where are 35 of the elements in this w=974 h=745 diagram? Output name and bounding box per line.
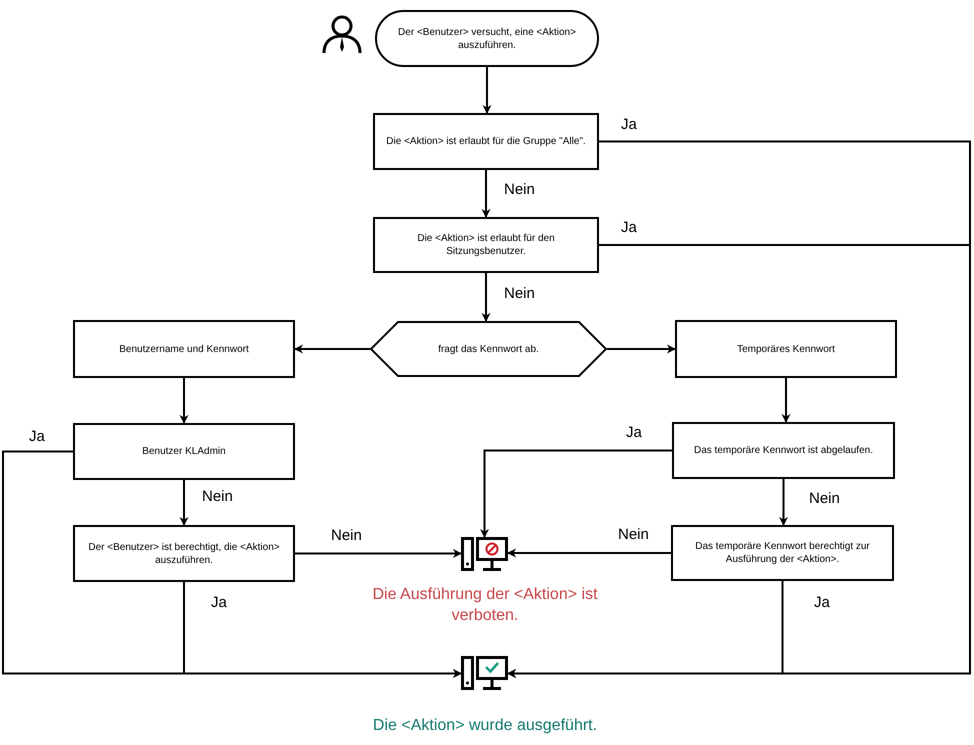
arrow — [482, 67, 492, 114]
process-box — [373, 217, 599, 273]
arrow — [507, 581, 784, 678]
arrow — [294, 344, 370, 354]
arrow — [482, 170, 490, 218]
arrow — [295, 549, 462, 558]
node-text: Das temporäre Kennwort ist abgelaufen. — [693, 444, 874, 457]
process-box — [675, 320, 897, 378]
arrow — [482, 273, 490, 322]
process-box — [73, 525, 295, 582]
node-text: Benutzer KLAdmin — [141, 445, 227, 458]
arrow — [507, 548, 671, 558]
arrow — [180, 378, 188, 424]
node-text: Der <Benutzer> ist berechtigt, die <Aktion> auszuführen. — [87, 540, 281, 566]
arrow — [480, 450, 672, 538]
node-text: Die <Aktion> ist erlaubt für die Gruppe "Alle". — [385, 135, 587, 148]
process-box — [73, 423, 295, 480]
arrow — [782, 378, 790, 423]
node-text: Benutzername und Kennwort — [118, 342, 250, 356]
arrow — [183, 582, 462, 678]
node-text: Temporäres Kennwort — [736, 342, 836, 356]
decision-hexagon — [370, 321, 607, 377]
process-box — [373, 113, 599, 170]
result-text: Die <Aktion> wurde ausgeführt. — [372, 716, 598, 736]
node-text: fragt das Kennwort ab. — [437, 342, 540, 356]
result-text: Die Ausführung der <Aktion> ist verboten. — [371, 585, 599, 626]
node-text: Der <Benutzer> versucht, eine <Aktion> auszuführen. — [397, 26, 577, 52]
node-text: Die <Aktion> ist erlaubt für den Sitzungsbenutzer. — [416, 232, 556, 258]
arrow — [779, 479, 788, 526]
arrow — [180, 480, 188, 526]
process-box — [672, 422, 895, 479]
arrow — [607, 344, 676, 354]
process-box — [671, 525, 894, 581]
process-box — [73, 320, 295, 378]
node-text: Das temporäre Kennwort berechtigt zur Ausführung der <Aktion>. — [694, 540, 871, 566]
